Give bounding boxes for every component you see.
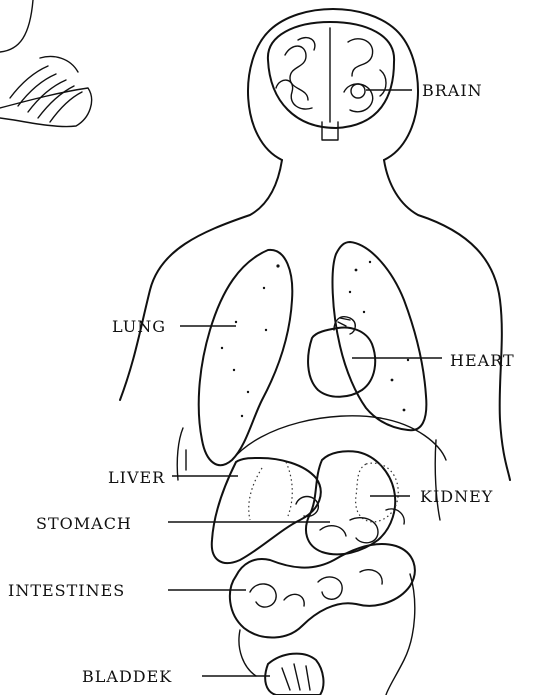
right-lung xyxy=(333,242,427,430)
heart xyxy=(308,317,375,397)
label-heart: HEART xyxy=(450,351,515,370)
stomach xyxy=(296,451,395,554)
brain xyxy=(268,22,394,140)
kidney xyxy=(356,463,399,522)
label-intestines: INTESTINES xyxy=(8,581,125,600)
label-bladder: BLADDEK xyxy=(82,667,172,686)
left-lung xyxy=(199,250,293,465)
abdomen-outline xyxy=(232,416,446,460)
partial-hand-drawing xyxy=(0,0,92,127)
label-lung: LUNG xyxy=(112,317,166,336)
bladder xyxy=(265,654,323,695)
label-kidney: KIDNEY xyxy=(420,487,493,506)
label-liver: LIVER xyxy=(108,468,165,487)
label-brain: BRAIN xyxy=(422,81,483,100)
leader-lines xyxy=(168,90,442,676)
intestines xyxy=(230,509,415,695)
liver xyxy=(212,458,321,563)
label-stomach: STOMACH xyxy=(36,514,132,533)
